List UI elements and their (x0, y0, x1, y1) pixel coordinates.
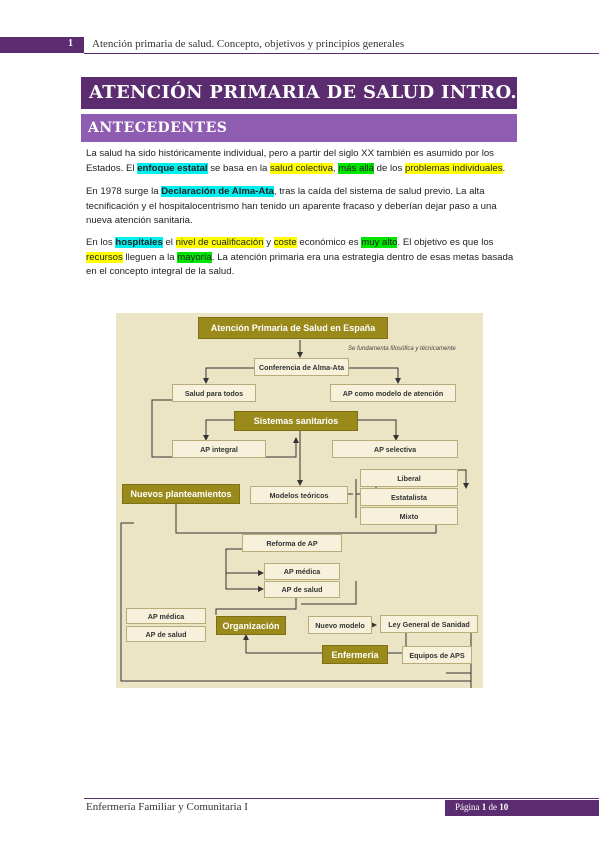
nuevo-modelo-node: Nuevo modelo (308, 616, 372, 634)
alma-ata-node: Conferencia de Alma-Ata (254, 358, 349, 376)
estatalista-node: Estatalista (360, 488, 458, 506)
text: La salud ha sido históricamente individu… (86, 148, 494, 174)
text: lleguen a la (122, 251, 178, 263)
footer-course: Enfermería Familiar y Comunitaria I (86, 801, 248, 813)
paragraph-2: En 1978 surge la Declaración de Alma-Ata… (86, 185, 516, 229)
text: y (263, 237, 274, 248)
text: de (486, 802, 500, 812)
title-banner: ATENCIÓN PRIMARIA DE SALUD INTRO. (81, 77, 517, 109)
footer-page-box: Página 1 de 10 (445, 800, 599, 816)
ap-salud-node: AP de salud (264, 581, 340, 598)
highlight-alma-ata: Declaración de Alma-Ata (161, 186, 274, 197)
ap-medica-node: AP médica (264, 563, 340, 580)
ap-integral-node: AP integral (172, 440, 266, 458)
liberal-node: Liberal (360, 469, 458, 487)
highlight-enfoque-estatal: enfoque estatal (137, 162, 208, 174)
footer-rule (84, 798, 599, 799)
text: el (162, 237, 176, 248)
text: , tras la caída del sistema de salud pre… (86, 186, 497, 226)
diagram-note: Se fundamenta filosófica y técnicamente (348, 346, 456, 352)
organizacion-node: Organización (216, 616, 286, 635)
highlight-mayoria: mayoría (177, 251, 212, 263)
aps-spain-diagram: Atención Primaria de Salud en España Se … (116, 313, 483, 688)
nuevos-node: Nuevos planteamientos (122, 484, 240, 504)
header-rule (84, 53, 599, 54)
salud-todos-node: Salud para todos (172, 384, 256, 402)
text: de los (374, 162, 405, 174)
highlight-recursos: recursos (86, 251, 123, 263)
running-title: Atención primaria de salud. Concepto, ob… (92, 38, 405, 50)
highlight-mas-alla: más allá (338, 162, 374, 174)
ap-medica-node-2: AP médica (126, 608, 206, 624)
ap-modelo-node: AP como modelo de atención (330, 384, 456, 402)
mixto-node: Mixto (360, 507, 458, 525)
paragraph-1: La salud ha sido históricamente individu… (86, 147, 516, 176)
text: . La atención primaria era una estrategi… (86, 251, 514, 278)
text: Página (455, 802, 482, 812)
text: 1 (481, 802, 487, 812)
section-banner: ANTECEDENTES (81, 114, 517, 142)
main-node: Atención Primaria de Salud en España (198, 317, 388, 339)
page-title: ATENCIÓN PRIMARIA DE SALUD INTRO. (89, 82, 517, 103)
text: En los (86, 237, 116, 248)
text: 10 (499, 802, 509, 812)
sistemas-node: Sistemas sanitarios (234, 411, 358, 431)
ap-salud-node-2: AP de salud (126, 626, 206, 642)
highlight-salud-colectiva: salud colectiva (269, 162, 333, 174)
page-number: 1 (68, 38, 73, 49)
text: . El objetivo es que los (397, 237, 494, 248)
highlight-nivel-cualificacion: nivel de cualificación (175, 237, 264, 248)
ap-selectiva-node: AP selectiva (332, 440, 458, 458)
running-header: 1 Atención primaria de salud. Concepto, … (0, 37, 599, 55)
highlight-muy-alto: muy alto (361, 237, 398, 248)
highlight-coste: coste (273, 237, 297, 248)
text: En 1978 surge la (86, 186, 162, 197)
ley-general-node: Ley General de Sanidad (380, 615, 478, 633)
equipos-node: Equipos de APS (402, 646, 472, 664)
paragraph-3: En los hospitales el nivel de cualificac… (86, 236, 516, 280)
text: económico es (296, 237, 362, 248)
highlight-problemas-individuales: problemas individuales (404, 162, 503, 174)
text: se basa en la (207, 162, 270, 174)
text: , (332, 162, 339, 174)
page-number-box: 1 (0, 37, 84, 53)
footer-page-number: Página 1 de 10 (455, 802, 508, 812)
section-title: ANTECEDENTES (88, 120, 228, 136)
text: . (502, 162, 506, 174)
modelos-node: Modelos teóricos (250, 486, 348, 504)
reforma-node: Reforma de AP (242, 534, 342, 552)
enfermeria-node: Enfermería (322, 645, 388, 664)
highlight-hospitales: hospitales (115, 237, 163, 248)
